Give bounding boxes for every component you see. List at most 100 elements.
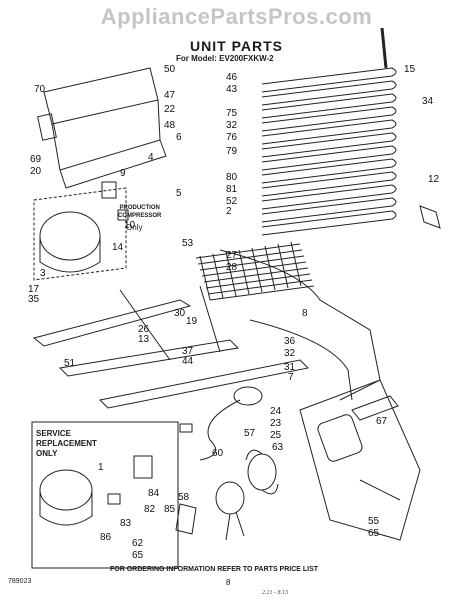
- callout-86: 86: [100, 532, 112, 543]
- coil-pass: [261, 106, 397, 132]
- callout-24: 24: [270, 406, 282, 417]
- coil-pass: [261, 119, 397, 145]
- callout-28: 28: [226, 262, 238, 273]
- rod: [380, 27, 388, 69]
- callout-10: 10: [124, 220, 136, 231]
- callout-35: 35: [28, 294, 40, 305]
- document-code: 789023: [8, 578, 32, 585]
- coil-pass: [261, 145, 397, 171]
- callout-70: 70: [34, 84, 46, 95]
- callout-14: 14: [112, 242, 124, 253]
- callout-20: 20: [30, 166, 42, 177]
- callout-15: 15: [404, 64, 416, 75]
- callout-81: 81: [226, 184, 238, 195]
- page-number: 8: [226, 578, 231, 587]
- callout-37: 37: [182, 346, 194, 357]
- callout-58: 58: [178, 492, 190, 503]
- coil-pass: [261, 132, 397, 158]
- coil-pass: [261, 184, 397, 210]
- model-line: For Model: EV200FXKW-2: [176, 54, 274, 63]
- coil-pass: [261, 80, 397, 106]
- callout-80: 80: [226, 172, 238, 183]
- callout-83: 83: [120, 518, 132, 529]
- callout-48: 48: [164, 120, 176, 131]
- evap-tube: [290, 241, 302, 287]
- callout-31: 31: [284, 362, 296, 373]
- callout-30: 30: [174, 308, 186, 319]
- callout-32: 32: [284, 348, 296, 359]
- coil-pass: [261, 171, 397, 197]
- evap-tube: [251, 247, 263, 293]
- handwritten-note: 2.21 - 8.13: [262, 590, 288, 596]
- back-panel: [37, 67, 167, 189]
- ordering-note: FOR ORDERING INFORMATION REFER TO PARTS …: [110, 566, 319, 573]
- callout-79: 79: [226, 146, 238, 157]
- condenser-coil: [261, 67, 397, 236]
- callout-65: 65: [368, 528, 380, 539]
- callout-34: 34: [422, 96, 434, 107]
- evap-tube: [264, 245, 276, 291]
- callout-13: 13: [138, 334, 150, 345]
- service-replacement-box: [31, 421, 179, 569]
- callout-50: 50: [164, 64, 176, 75]
- service-line-2: REPLACEMENT: [36, 439, 97, 448]
- evap-fin: [199, 255, 305, 271]
- callout-51: 51: [64, 358, 76, 369]
- callout-32: 32: [226, 120, 238, 131]
- page-title: UNIT PARTS: [190, 38, 283, 54]
- evap-fin: [209, 285, 315, 301]
- refrigerant-tubing: [219, 249, 381, 401]
- evap-tube: [225, 251, 237, 297]
- service-line-3: ONLY: [36, 449, 58, 458]
- callout-60: 60: [212, 448, 224, 459]
- condenser-bar: [351, 395, 399, 421]
- coil-pass: [261, 67, 397, 93]
- callout-67: 67: [376, 416, 388, 427]
- callout-1: 1: [98, 462, 104, 473]
- production-compressor-label: PRODUCTION COMPRESSOR: [118, 204, 161, 220]
- callout-69: 69: [30, 154, 42, 165]
- callout-76: 76: [226, 132, 238, 143]
- callout-46: 46: [226, 72, 238, 83]
- callout-7: 7: [288, 372, 294, 383]
- callout-57: 57: [244, 428, 256, 439]
- callout-17: 17: [28, 284, 40, 295]
- coil-pass: [261, 158, 397, 184]
- callout-8: 8: [302, 308, 308, 319]
- evap-fin: [197, 249, 303, 265]
- motor-bracket: [175, 503, 197, 535]
- production-line-2: COMPRESSOR: [118, 213, 162, 219]
- fan-motor: [215, 449, 279, 541]
- callout-19: 19: [186, 316, 198, 327]
- wiring-harness: [179, 386, 263, 461]
- service-compressor: [39, 455, 153, 526]
- evap-fin: [195, 243, 301, 259]
- callout-63: 63: [272, 442, 284, 453]
- callout-2: 2: [226, 206, 232, 217]
- callout-3: 3: [40, 268, 46, 279]
- callout-53: 53: [182, 238, 194, 249]
- callout-4: 4: [148, 152, 154, 163]
- callout-62: 62: [132, 538, 144, 549]
- callout-26: 26: [138, 324, 150, 335]
- callout-5: 5: [176, 188, 182, 199]
- service-line-1: SERVICE: [36, 429, 71, 438]
- evap-fin: [207, 279, 313, 295]
- evaporator-coil: [195, 241, 315, 301]
- evap-fin: [203, 267, 309, 283]
- callout-55: 55: [368, 516, 380, 527]
- evap-tube: [277, 243, 289, 289]
- callout-84: 84: [148, 488, 160, 499]
- service-replacement-label: SERVICE REPLACEMENT ONLY: [36, 429, 97, 459]
- callout-52: 52: [226, 196, 238, 207]
- callout-12: 12: [428, 174, 440, 185]
- callout-6: 6: [176, 132, 182, 143]
- callout-23: 23: [270, 418, 282, 429]
- callout-47: 47: [164, 90, 176, 101]
- coil-pass: [261, 93, 397, 119]
- production-line-1: PRODUCTION: [119, 205, 160, 211]
- coil-pass: [261, 210, 397, 236]
- callout-44: 44: [182, 356, 194, 367]
